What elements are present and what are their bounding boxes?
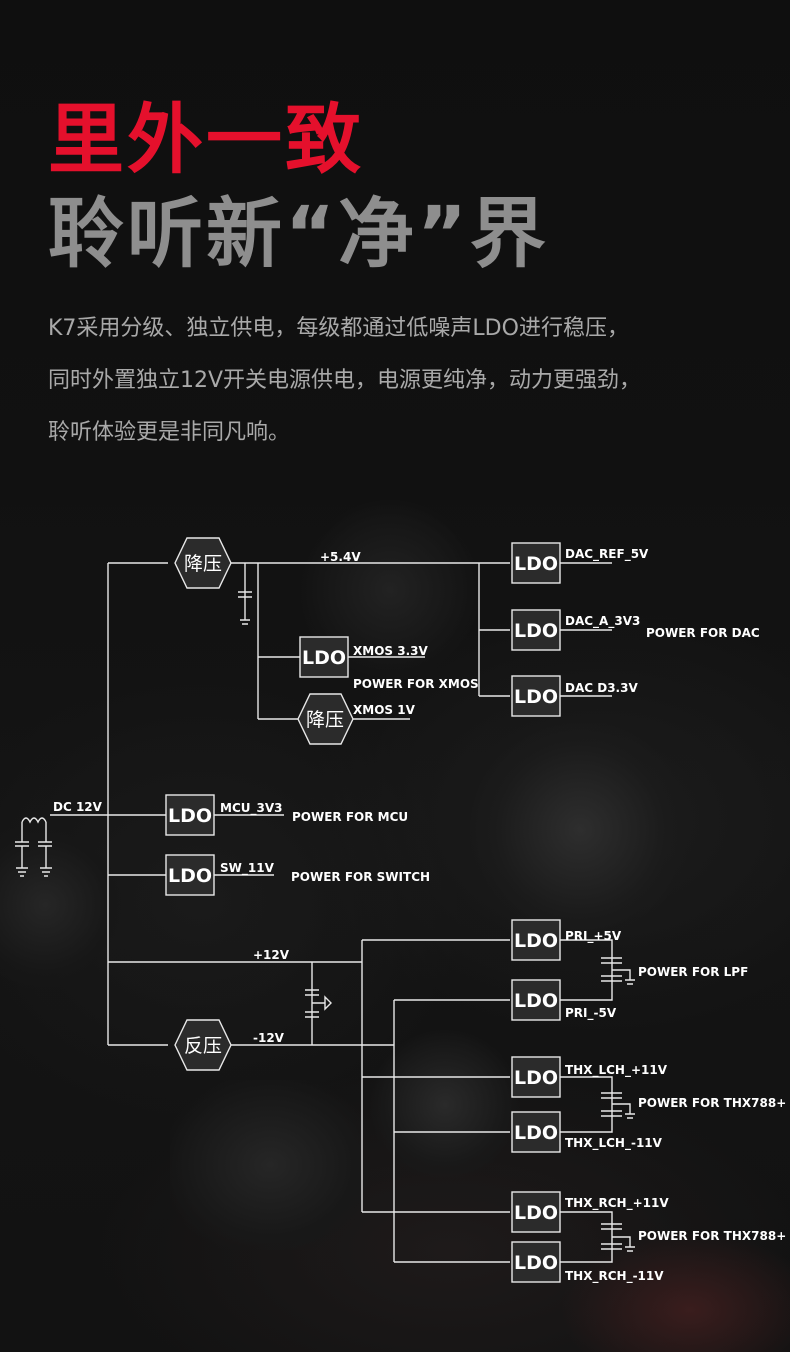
switch-rail-label: SW_11V — [220, 861, 275, 876]
xmos-3v3-label: XMOS 3.3V — [353, 644, 428, 658]
thx-rch-pos-label: THX_RCH_+11V — [565, 1196, 669, 1211]
thx2-power-note: POWER FOR THX788+ — [638, 1229, 786, 1243]
headline-primary: 里外一致 — [48, 95, 364, 184]
dac-d-label: DAC D3.3V — [565, 681, 638, 695]
inductor-bg-decoration — [170, 1080, 370, 1250]
svg-text:LDO: LDO — [514, 620, 558, 642]
dc-input-label: DC 12V — [53, 800, 103, 814]
buck-converter-xmos: 降压 — [297, 693, 354, 745]
svg-text:LDO: LDO — [514, 686, 558, 708]
svg-text:LDO: LDO — [168, 865, 212, 887]
svg-text:LDO: LDO — [302, 647, 346, 669]
rail-p12-label: +12V — [253, 948, 290, 962]
ldo-dac-d: LDO — [511, 675, 561, 717]
ldo-thx-lch-neg: LDO — [511, 1111, 561, 1153]
svg-text:LDO: LDO — [514, 990, 558, 1012]
description-line-1: K7采用分级、独立供电，每级都通过低噪声LDO进行稳压， — [48, 316, 629, 341]
rail-5v4-label: +5.4V — [320, 550, 361, 564]
thx-lch-pos-label: THX_LCH_+11V — [565, 1063, 668, 1078]
svg-text:LDO: LDO — [514, 1122, 558, 1144]
ldo-dac-a: LDO — [511, 609, 561, 651]
thx-lch-neg-label: THX_LCH_-11V — [565, 1136, 663, 1151]
dac-ref-label: DAC_REF_5V — [565, 547, 649, 562]
description-line-3: 聆听体验更是非同凡响。 — [48, 420, 291, 445]
xmos-power-note: POWER FOR XMOS — [353, 677, 479, 691]
inverter-block: 反压 — [174, 1019, 232, 1071]
svg-text:LDO: LDO — [514, 1067, 558, 1089]
wiring — [15, 562, 635, 1263]
ldo-mcu: LDO — [165, 794, 215, 836]
ldo-thx-lch-pos: LDO — [511, 1056, 561, 1098]
capacitor-bg-decoration — [370, 1030, 520, 1180]
svg-text:LDO: LDO — [514, 930, 558, 952]
switch-power-note: POWER FOR SWITCH — [291, 870, 430, 884]
mcu-rail-label: MCU_3V3 — [220, 801, 282, 816]
svg-text:LDO: LDO — [514, 553, 558, 575]
svg-text:降压: 降压 — [184, 553, 222, 575]
description-line-2: 同时外置独立12V开关电源供电，电源更纯净，动力更强劲， — [48, 368, 642, 393]
ldo-dac-ref: LDO — [511, 542, 561, 584]
rail-m12-label: -12V — [253, 1031, 285, 1045]
mcu-power-note: POWER FOR MCU — [292, 810, 408, 824]
xmos-1v-label: XMOS 1V — [353, 703, 416, 717]
svg-text:反压: 反压 — [184, 1035, 222, 1057]
ldo-switch: LDO — [165, 854, 215, 896]
lpf-power-note: POWER FOR LPF — [638, 965, 748, 979]
ldo-thx-rch-pos: LDO — [511, 1191, 561, 1233]
ldo-xmos: LDO — [299, 636, 349, 678]
thx1-power-note: POWER FOR THX788+ — [638, 1096, 786, 1110]
headline-secondary: 聆听新“净”界 — [48, 189, 549, 278]
svg-text:LDO: LDO — [514, 1252, 558, 1274]
svg-text:降压: 降压 — [306, 709, 344, 731]
pri-neg-label: PRI_-5V — [565, 1006, 617, 1021]
svg-text:LDO: LDO — [168, 805, 212, 827]
svg-text:LDO: LDO — [514, 1202, 558, 1224]
capacitor-bg-decoration — [470, 720, 690, 940]
ldo-pri-pos: LDO — [511, 919, 561, 961]
buck-converter-top: 降压 — [174, 537, 232, 589]
ldo-pri-neg: LDO — [511, 979, 561, 1021]
dac-power-note: POWER FOR DAC — [646, 626, 760, 640]
pri-pos-label: PRI_+5V — [565, 929, 622, 944]
thx-rch-neg-label: THX_RCH_-11V — [565, 1269, 664, 1284]
dac-a-label: DAC_A_3V3 — [565, 614, 640, 629]
ldo-thx-rch-neg: LDO — [511, 1241, 561, 1283]
